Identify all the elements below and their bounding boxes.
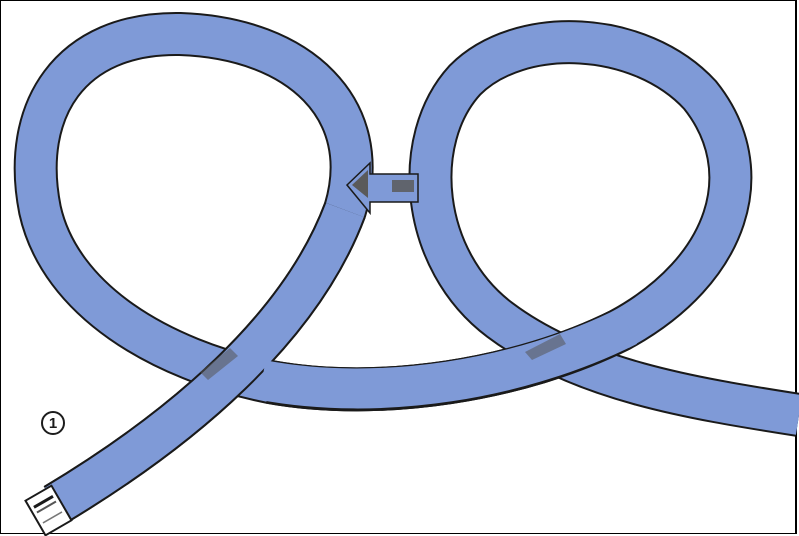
step-number-badge: 1 [41, 411, 65, 435]
